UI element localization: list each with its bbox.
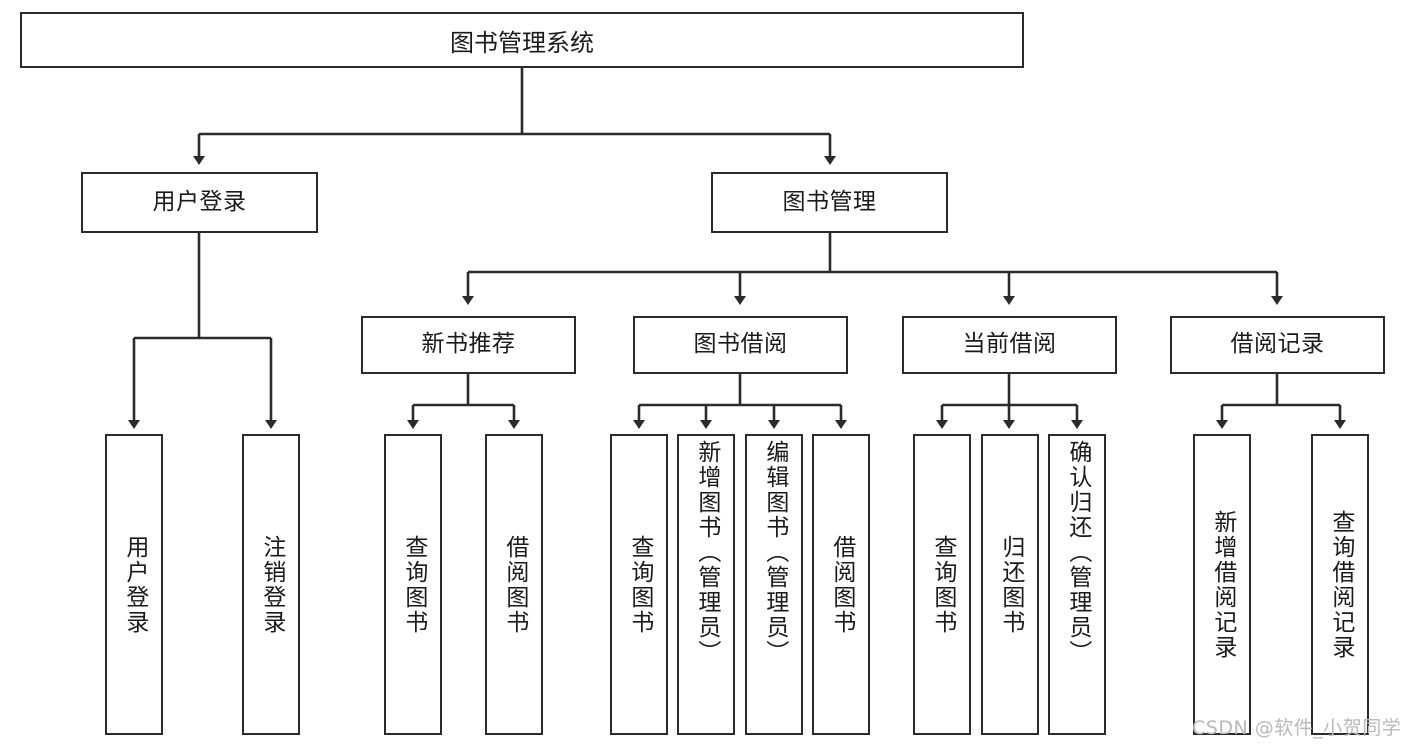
- node-leaf-confirm-return-label: 确认归还（管理员）: [1064, 440, 1091, 665]
- node-leaf-query-book-3[interactable]: 查询图书: [913, 434, 971, 735]
- leaf-user-login-content: 用户登录: [107, 436, 161, 733]
- node-leaf-borrow-book-2[interactable]: 借阅图书: [812, 434, 870, 735]
- leaf-query-record-content: 查询借阅记录: [1313, 436, 1367, 733]
- node-user-login[interactable]: 用户登录: [81, 172, 318, 233]
- node-leaf-edit-book-label: 编辑图书（管理员）: [761, 440, 788, 665]
- node-leaf-user-logout[interactable]: 注销登录: [242, 434, 300, 735]
- csdn-watermark: CSDN @软件_小贺同学: [1192, 717, 1402, 739]
- leaf-edit-book-content: 编辑图书（管理员）: [747, 436, 801, 737]
- leaf-query-book-2-content: 查询图书: [612, 436, 666, 733]
- leaf-return-book-content: 归还图书: [983, 436, 1037, 733]
- leaf-add-book-content: 新增图书（管理员）: [679, 436, 733, 737]
- leaf-confirm-return-content: 确认归还（管理员）: [1050, 436, 1104, 737]
- node-leaf-edit-book[interactable]: 编辑图书（管理员）: [745, 434, 803, 735]
- leaf-borrow-book-1-content: 借阅图书: [487, 436, 541, 733]
- node-leaf-query-book-2-label: 查询图书: [626, 534, 653, 635]
- node-leaf-add-book-label: 新增图书（管理员）: [693, 440, 720, 665]
- node-new-book-recommend-label: 新书推荐: [421, 331, 516, 358]
- node-leaf-return-book-label: 归还图书: [997, 534, 1024, 635]
- node-leaf-query-book-1-label: 查询图书: [400, 534, 427, 635]
- node-root-label: 图书管理系统: [450, 28, 594, 57]
- node-leaf-confirm-return[interactable]: 确认归还（管理员）: [1048, 434, 1106, 735]
- node-book-manage-label: 图书管理: [782, 188, 877, 215]
- node-leaf-user-logout-label: 注销登录: [258, 534, 285, 635]
- node-leaf-user-login[interactable]: 用户登录: [105, 434, 163, 735]
- leaf-query-book-1-content: 查询图书: [386, 436, 440, 733]
- node-leaf-query-record-label: 查询借阅记录: [1327, 509, 1354, 660]
- node-book-borrow-label: 图书借阅: [693, 331, 788, 358]
- node-leaf-borrow-book-1[interactable]: 借阅图书: [485, 434, 543, 735]
- leaf-add-record-content: 新增借阅记录: [1195, 436, 1249, 733]
- node-leaf-query-record[interactable]: 查询借阅记录: [1311, 434, 1369, 735]
- node-borrow-record[interactable]: 借阅记录: [1170, 316, 1385, 374]
- node-current-borrow[interactable]: 当前借阅: [902, 316, 1117, 374]
- node-leaf-user-login-label: 用户登录: [121, 534, 148, 635]
- node-root[interactable]: 图书管理系统: [20, 12, 1024, 68]
- node-leaf-query-book-3-label: 查询图书: [929, 534, 956, 635]
- node-leaf-add-record-label: 新增借阅记录: [1209, 509, 1236, 660]
- node-new-book-recommend[interactable]: 新书推荐: [361, 316, 576, 374]
- node-leaf-add-record[interactable]: 新增借阅记录: [1193, 434, 1251, 735]
- leaf-borrow-book-2-content: 借阅图书: [814, 436, 868, 733]
- node-leaf-borrow-book-1-label: 借阅图书: [501, 534, 528, 635]
- leaf-query-book-3-content: 查询图书: [915, 436, 969, 733]
- node-leaf-add-book[interactable]: 新增图书（管理员）: [677, 434, 735, 735]
- node-leaf-query-book-1[interactable]: 查询图书: [384, 434, 442, 735]
- leaf-user-logout-content: 注销登录: [244, 436, 298, 733]
- node-book-manage[interactable]: 图书管理: [711, 172, 948, 233]
- node-user-login-label: 用户登录: [152, 188, 247, 215]
- node-current-borrow-label: 当前借阅: [962, 331, 1057, 358]
- node-leaf-query-book-2[interactable]: 查询图书: [610, 434, 668, 735]
- node-book-borrow[interactable]: 图书借阅: [633, 316, 848, 374]
- node-leaf-return-book[interactable]: 归还图书: [981, 434, 1039, 735]
- node-borrow-record-label: 借阅记录: [1230, 331, 1325, 358]
- node-leaf-borrow-book-2-label: 借阅图书: [828, 534, 855, 635]
